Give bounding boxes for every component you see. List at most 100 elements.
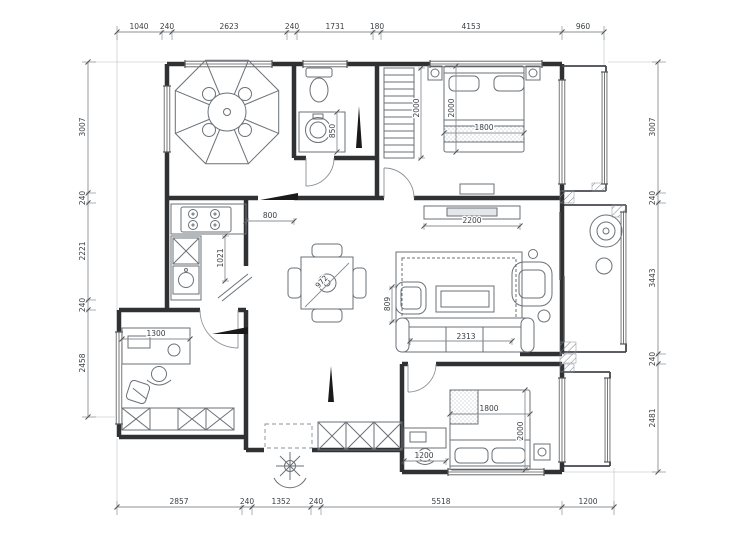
dim-label: 3007 [648, 117, 657, 136]
bookshelf [121, 407, 235, 431]
dim-label: 240 [78, 191, 87, 206]
dim-label: 240 [285, 22, 300, 31]
coffee-table [435, 285, 495, 313]
dim-desk [119, 336, 193, 343]
dim-label: 3443 [648, 268, 657, 287]
dim-label: 240 [648, 352, 657, 367]
kitchen-fridge [170, 235, 202, 301]
dim-label: 2200 [462, 216, 481, 225]
wall-hatch-marks [559, 182, 627, 373]
armchair-right [511, 249, 553, 323]
dim-label: 800 [263, 211, 278, 220]
dim-label: 2857 [169, 497, 188, 506]
dining-parasol [174, 59, 280, 165]
dining-table-square [287, 243, 367, 323]
window-bay-outer [604, 377, 611, 463]
door-bedroom-bottom [407, 363, 437, 393]
window-dining-top [184, 60, 273, 68]
dim-sofa-width [407, 338, 515, 345]
armchair-left [395, 281, 427, 315]
window-dining-left [163, 85, 171, 153]
section-markers [212, 106, 362, 402]
study-lounge-chair [125, 379, 151, 405]
dim-label: 850 [328, 124, 337, 139]
dim-right [652, 59, 666, 475]
window-bedroom-top [429, 60, 543, 68]
dim-label: 1800 [479, 404, 498, 413]
slider-bedroom-balcony [558, 79, 566, 185]
dim-label: 1731 [325, 22, 344, 31]
window-balcony-topright [601, 71, 608, 185]
bed-bottom [449, 389, 551, 471]
dim-label: 2000 [412, 98, 421, 117]
balcony-lounge-chair [589, 214, 623, 275]
dim-labels: 1040 240 2623 240 1731 180 4153 960 3007… [77, 21, 659, 508]
door-bathroom [305, 157, 335, 187]
slider-living-balcony [559, 212, 565, 342]
dim-closet [418, 65, 425, 161]
dim-label: 972 [313, 273, 329, 290]
dim-bed-bottom-length [522, 387, 529, 473]
dim-label: 2000 [516, 421, 525, 440]
dim-label: 180 [370, 22, 385, 31]
dim-label: 2313 [456, 332, 475, 341]
office-chair [146, 366, 172, 386]
dim-label: 1021 [216, 248, 225, 267]
window-bedroom-bottom [447, 468, 545, 476]
wardrobe-top-bedroom [383, 67, 415, 159]
desk-bottom [403, 427, 447, 465]
dim-label: 1200 [578, 497, 597, 506]
balcony-walls [562, 65, 627, 467]
dim-label: 1800 [474, 123, 493, 132]
bed-top [427, 65, 541, 153]
dim-label: 240 [78, 298, 87, 313]
dim-label: 240 [648, 191, 657, 206]
console-table [459, 183, 495, 195]
dim-label: 2623 [219, 22, 238, 31]
dim-sofa-depth [389, 284, 396, 325]
dim-bed-bottom-width [447, 411, 533, 418]
door-kitchen-slider [217, 273, 253, 302]
dim-top [114, 26, 607, 40]
dim-label: 5518 [431, 497, 450, 506]
dim-label: 4153 [461, 22, 480, 31]
dim-label: 240 [309, 497, 324, 506]
dim-label: 1300 [146, 329, 165, 338]
dim-label: 1040 [129, 22, 148, 31]
entry-overhead-cabinet [264, 423, 313, 449]
dim-kitchen-opening [243, 218, 297, 225]
dim-label: 3007 [78, 117, 87, 136]
bath-vanity [298, 111, 346, 153]
entry-plant [273, 452, 307, 489]
dim-bottom [114, 501, 617, 515]
window-bath-top [302, 60, 348, 68]
dim-bed-top-width [441, 130, 527, 137]
dim-bed-top-length [453, 63, 460, 155]
dim-label: 809 [383, 297, 392, 312]
dim-left [82, 59, 96, 420]
tv-cabinet [423, 205, 521, 220]
door-study [199, 309, 239, 349]
toilet-icon [305, 67, 333, 103]
dim-label: 2000 [447, 98, 456, 117]
dim-label: 1200 [414, 451, 433, 460]
window-balcony-middle [620, 211, 627, 345]
kitchen-sink [172, 265, 200, 295]
dim-bath [334, 109, 341, 155]
dim-desk-bottom [401, 458, 449, 465]
shoe-cabinet [317, 421, 403, 451]
extension-lines [88, 36, 658, 507]
sofa [395, 317, 535, 353]
door-bedroom-top [383, 167, 415, 199]
window-bedroom-bay [558, 377, 566, 463]
dim-label: 240 [240, 497, 255, 506]
dim-tv [421, 223, 523, 230]
dim-label: 2221 [78, 241, 87, 260]
study-desk [121, 327, 191, 365]
dim-label: 1352 [271, 497, 290, 506]
dim-label: 240 [160, 22, 175, 31]
dim-label: 960 [576, 22, 591, 31]
dim-kitchen-counter [222, 233, 229, 284]
